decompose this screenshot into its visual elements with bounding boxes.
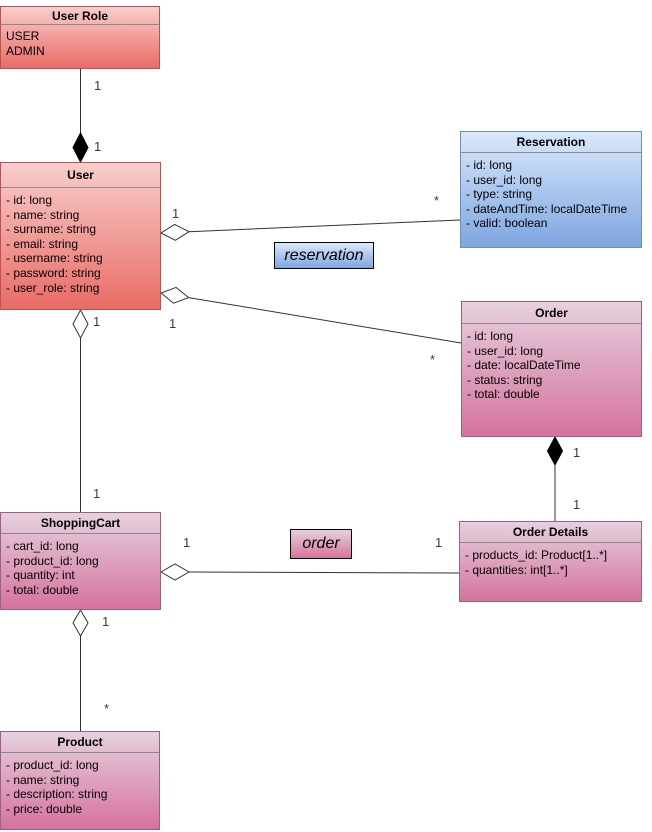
- attribute: - user_id: long: [467, 343, 544, 358]
- attribute: USER: [6, 29, 40, 43]
- attribute: - username: string: [6, 251, 103, 266]
- attribute: - id: long: [6, 193, 53, 207]
- multiplicity: 1: [183, 535, 191, 550]
- multiplicity: *: [430, 352, 436, 367]
- aggregation-diamond: [72, 608, 89, 638]
- edge-shoppingcart-orderdetails-aggregation: [159, 563, 460, 581]
- attribute: - id: long: [467, 329, 514, 343]
- attribute: - description: string: [6, 787, 108, 802]
- edge-user-order-aggregation: [160, 286, 462, 344]
- attribute: - user_role: string: [6, 280, 100, 295]
- class-title: Order Details: [460, 522, 641, 543]
- multiplicity: 1: [435, 535, 443, 550]
- class-title: ShoppingCart: [1, 513, 160, 534]
- class-title: User: [1, 163, 160, 188]
- attribute-list: - id: long - user_id: long - date: local…: [462, 324, 641, 436]
- attribute: - product_id: long: [6, 553, 99, 568]
- composition-diamond: [72, 131, 89, 164]
- edge-user-reservation-aggregation: [159, 219, 461, 241]
- class-order-details[interactable]: Order Details - products_id: Product[1..…: [459, 521, 642, 602]
- aggregation-diamond: [159, 563, 191, 581]
- attribute: - quantity: int: [6, 568, 75, 583]
- attribute-list: - id: long - name: string - surname: str…: [1, 188, 160, 309]
- class-reservation[interactable]: Reservation - id: long - user_id: long -…: [460, 131, 642, 248]
- edge-label-reservation[interactable]: reservation: [274, 242, 374, 269]
- attribute-list: - product_id: long - name: string - desc…: [1, 753, 159, 829]
- class-title: User Role: [1, 7, 159, 25]
- attribute: - total: double: [467, 387, 540, 402]
- attribute: - date: localDateTime: [467, 358, 581, 373]
- attribute: - cart_id: long: [6, 539, 79, 553]
- attribute: - valid: boolean: [466, 216, 548, 231]
- attribute-list: USER ADMIN: [1, 25, 159, 68]
- class-user[interactable]: User - id: long - name: string - surname…: [0, 162, 161, 310]
- aggregation-diamond: [159, 223, 191, 241]
- aggregation-diamond: [72, 308, 89, 340]
- class-product[interactable]: Product - product_id: long - name: strin…: [0, 731, 160, 830]
- multiplicity: 1: [94, 78, 102, 93]
- attribute: - products_id: Product[1..*]: [465, 548, 608, 562]
- attribute: - password: string: [6, 265, 101, 280]
- attribute: - name: string: [6, 207, 80, 222]
- aggregation-diamond: [160, 286, 190, 304]
- attribute: - status: string: [467, 372, 543, 387]
- attribute: - id: long: [466, 158, 513, 172]
- multiplicity: *: [434, 193, 440, 208]
- attribute: - email: string: [6, 236, 79, 251]
- multiplicity: 1: [573, 497, 581, 512]
- attribute: - type: string: [466, 187, 533, 202]
- attribute: - quantities: int[1..*]: [465, 562, 568, 577]
- attribute: - user_id: long: [466, 172, 543, 187]
- class-title: Reservation: [461, 132, 641, 153]
- multiplicity: 1: [93, 314, 101, 329]
- multiplicity: 1: [102, 614, 110, 629]
- class-title: Product: [1, 732, 159, 753]
- edge-label-order[interactable]: order: [290, 529, 352, 559]
- class-order[interactable]: Order - id: long - user_id: long - date:…: [461, 301, 642, 437]
- edge-user-shoppingcart-aggregation: [72, 308, 89, 512]
- attribute-list: - cart_id: long - product_id: long - qua…: [1, 534, 160, 609]
- class-user-role[interactable]: User Role USER ADMIN: [0, 6, 160, 69]
- attribute: - product_id: long: [6, 758, 99, 772]
- attribute-list: - products_id: Product[1..*] - quantitie…: [460, 543, 641, 601]
- attribute: - price: double: [6, 801, 83, 816]
- attribute: - surname: string: [6, 222, 97, 237]
- attribute: ADMIN: [6, 43, 45, 58]
- multiplicity: 1: [93, 486, 101, 501]
- composition-diamond: [546, 435, 564, 467]
- multiplicity: *: [104, 701, 110, 716]
- attribute-list: - id: long - user_id: long - type: strin…: [461, 153, 641, 247]
- attribute: - dateAndTime: localDateTime: [466, 201, 628, 216]
- multiplicity: 1: [573, 445, 581, 460]
- attribute: - name: string: [6, 772, 80, 787]
- edge-order-orderdetails-composition: [546, 435, 564, 521]
- multiplicity: 1: [169, 316, 177, 331]
- edge-shoppingcart-product-aggregation: [72, 608, 89, 731]
- class-shopping-cart[interactable]: ShoppingCart - cart_id: long - product_i…: [0, 512, 161, 610]
- multiplicity: 1: [94, 139, 102, 154]
- attribute: - total: double: [6, 582, 79, 597]
- class-title: Order: [462, 302, 641, 324]
- multiplicity: 1: [172, 206, 180, 221]
- edge-userrole-user-composition: [72, 69, 89, 164]
